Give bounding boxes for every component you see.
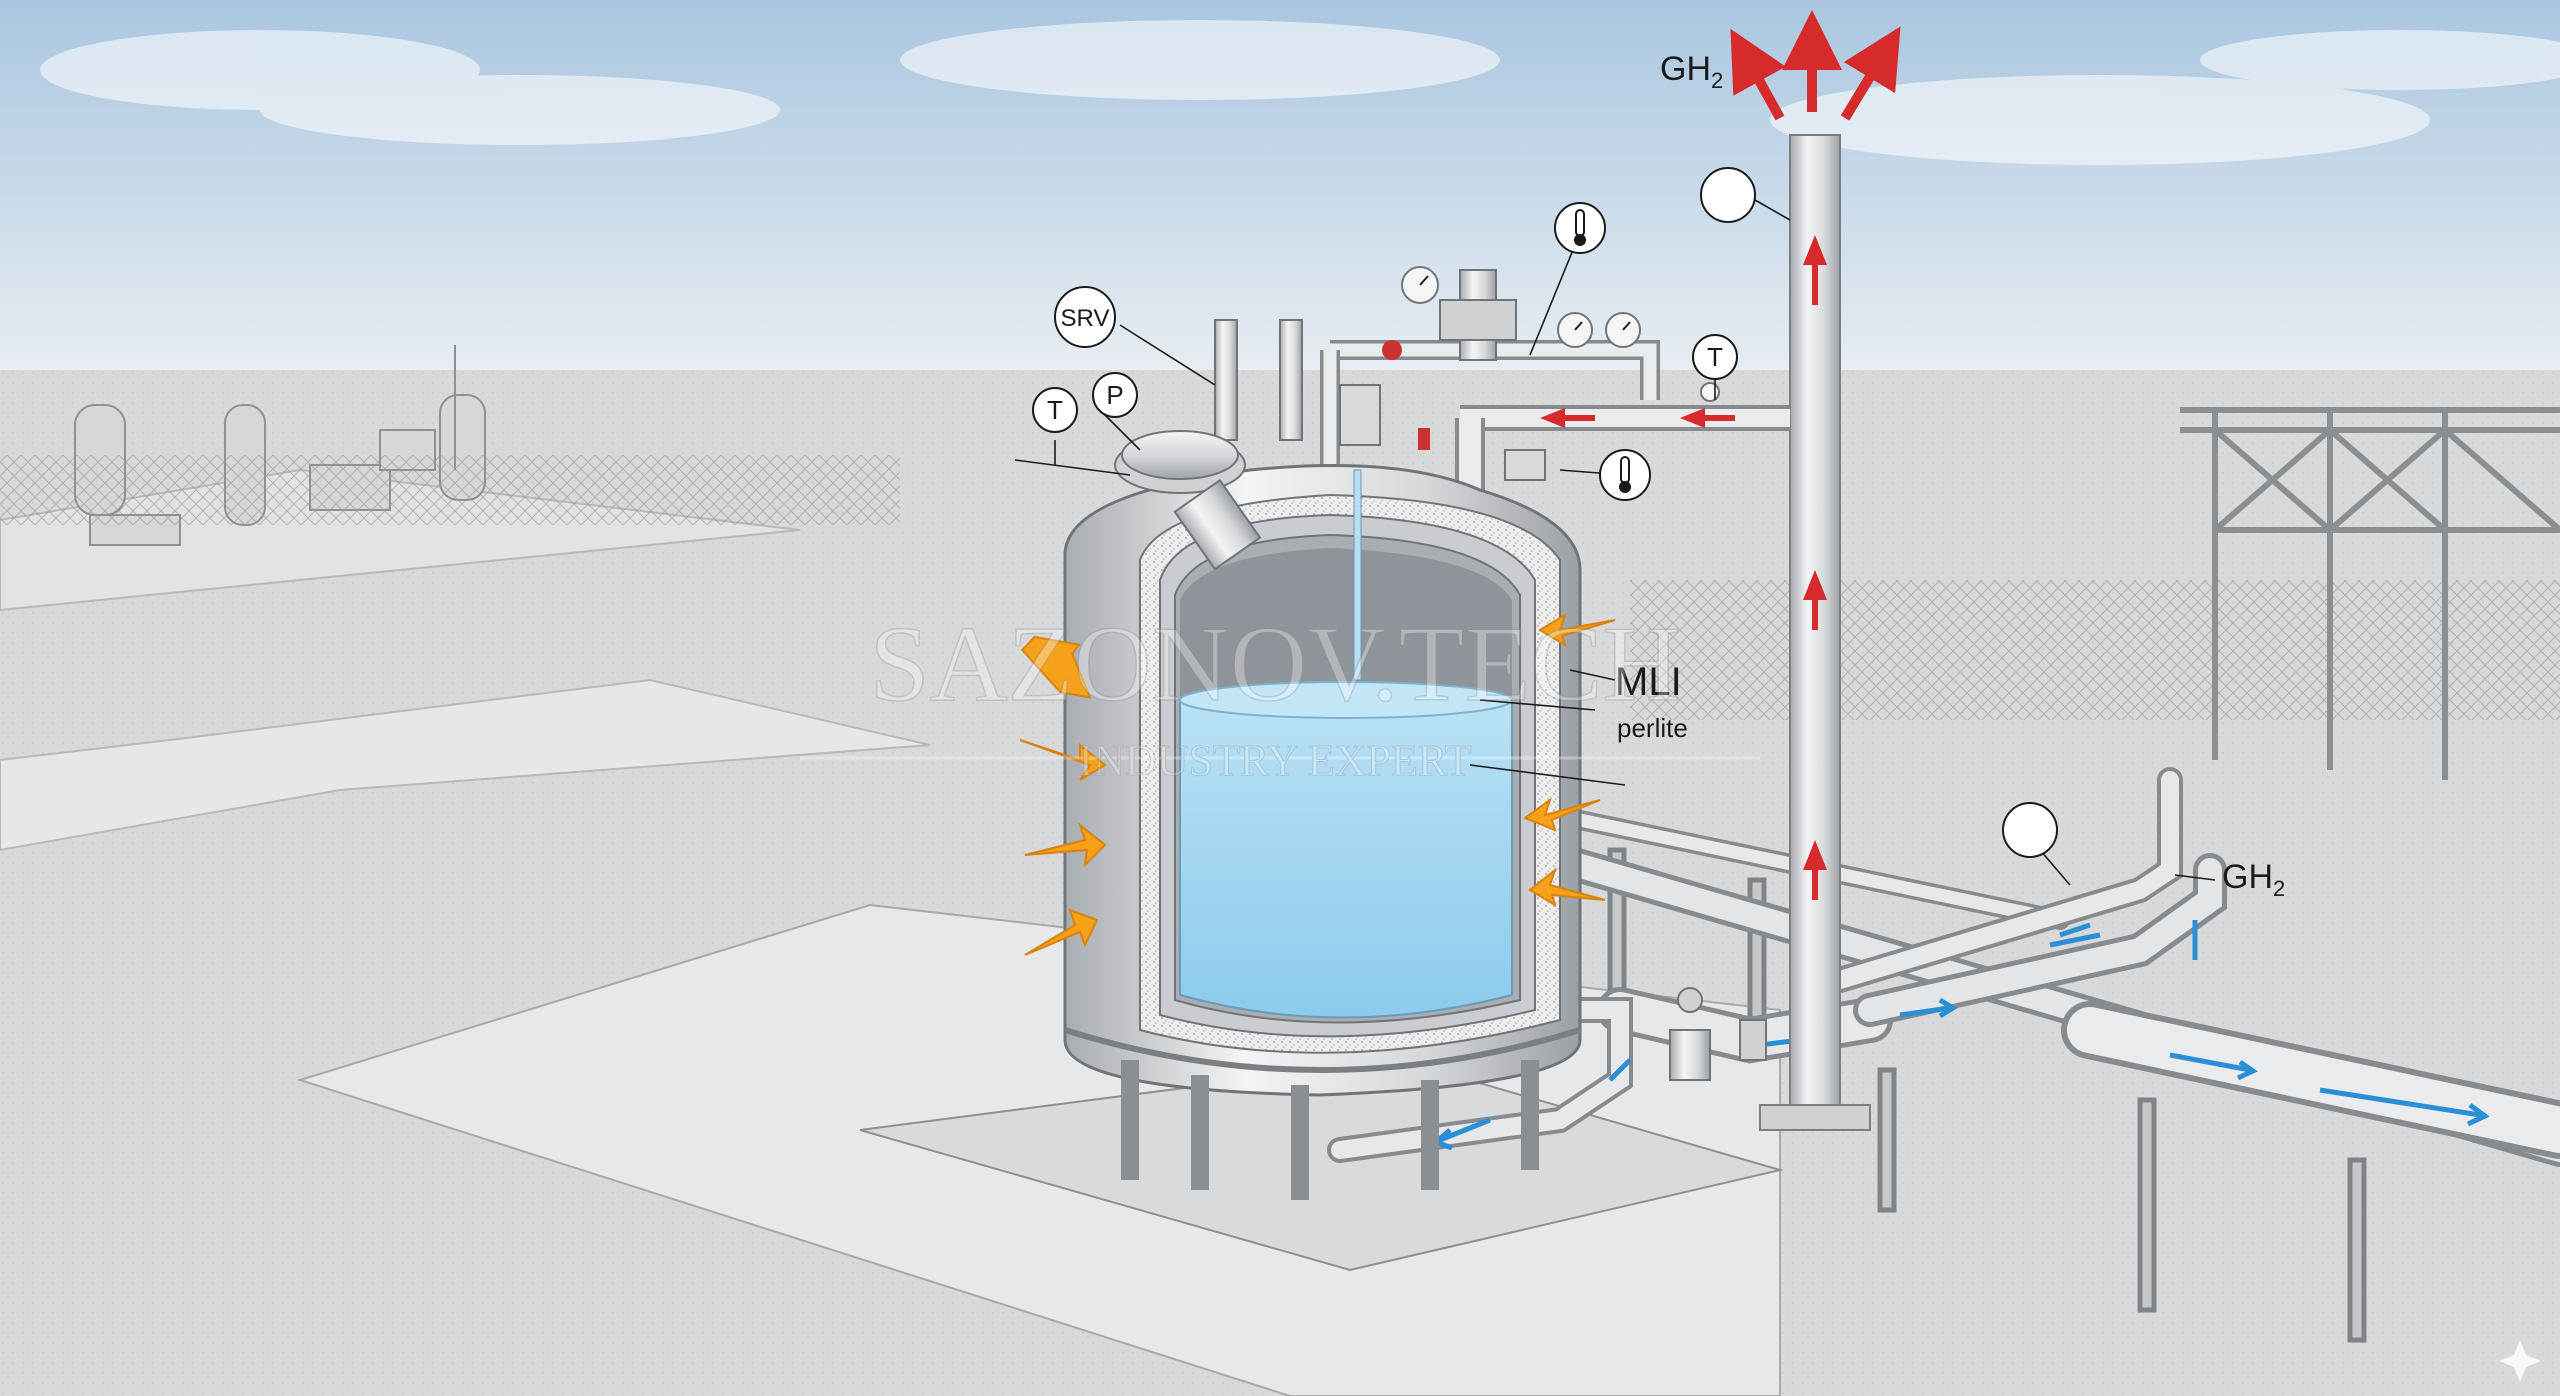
label-t-left: T — [1047, 395, 1063, 425]
manifold-flow-arrows — [1540, 408, 1735, 428]
thermometer-icon — [1574, 209, 1586, 246]
storage-tank — [1063, 464, 1582, 1200]
sparkle-icon — [2499, 1340, 2541, 1382]
background-fence-left — [0, 455, 900, 525]
callout-t-right: T — [1692, 334, 1738, 380]
clouds — [40, 20, 2560, 165]
background-fence-right — [1630, 580, 2560, 720]
thermometer-icon — [1619, 456, 1631, 493]
label-mli: MLI — [1615, 660, 1682, 704]
callout-p-left: P — [1092, 372, 1138, 418]
vapor-space — [1180, 548, 1512, 700]
leader-lines — [1014, 199, 2216, 886]
heat-leak-arrows — [1019, 612, 1616, 956]
blank-callout-icon — [2002, 802, 2058, 858]
callout-srv: SRV — [1054, 286, 1116, 348]
red-valve — [1382, 340, 1402, 360]
background-steel-frame — [2180, 407, 2560, 780]
watermark-line2: INDUSTRY EXPERT — [1079, 736, 1472, 785]
vent-stack-base — [1759, 1104, 1871, 1131]
callout-thermometer-mid — [1599, 449, 1651, 501]
label-t-right: T — [1707, 342, 1723, 372]
vent-flow-arrows — [1803, 235, 1827, 900]
label-gh2-right: GH2 — [2222, 858, 2285, 901]
top-instruments — [1214, 266, 1720, 481]
gh2-exhaust-arrows — [1730, 10, 1901, 121]
blank-callout-icon — [1700, 167, 1756, 223]
pressure-gauge-icon — [1419, 275, 1631, 331]
label-srv: SRV — [1061, 305, 1110, 332]
dip-tube — [1353, 469, 1362, 681]
manway — [1114, 430, 1262, 571]
bottom-valve — [1669, 987, 1767, 1081]
callout-t-left: T — [1032, 387, 1078, 433]
label-perlite: perlite — [1617, 713, 1688, 743]
watermark-line1: SAZONOV.TECH — [869, 605, 1680, 724]
label-gh2-top: GH2 — [1660, 50, 1723, 93]
watermark: SAZONOV.TECH INDUSTRY EXPERT — [800, 604, 1760, 786]
label-p-left: P — [1106, 380, 1123, 410]
background-pad-mid — [0, 678, 931, 852]
callout-thermometer-top — [1554, 202, 1606, 254]
red-valve-lower — [1418, 428, 1430, 450]
